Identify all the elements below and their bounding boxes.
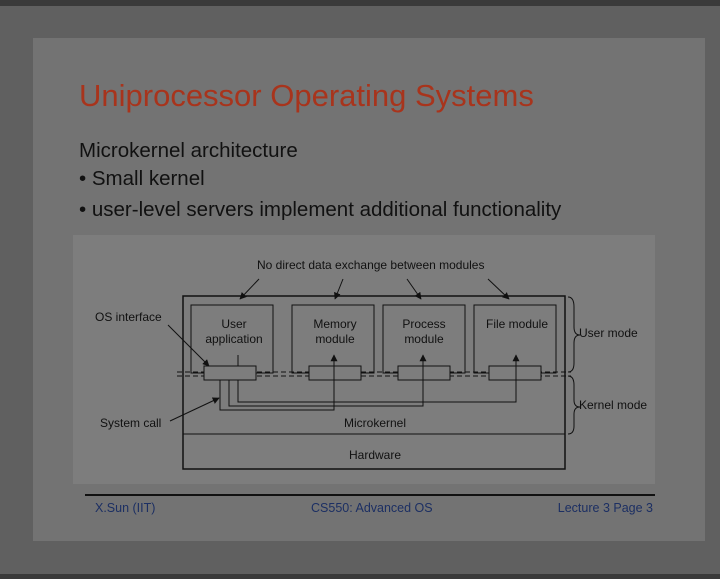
slide: Uniprocessor Operating Systems Microkern…	[33, 38, 705, 541]
module-label: File module	[486, 317, 548, 331]
os-interface-pointer	[167, 324, 210, 367]
module-label: User	[221, 317, 246, 331]
bottom-bar	[0, 574, 720, 579]
os-interface-label: OS interface	[95, 310, 162, 324]
interface-port	[308, 365, 362, 381]
module-label: application	[205, 332, 262, 346]
system-frame	[182, 295, 566, 470]
diagram-svg: No direct data exchange between modules …	[95, 258, 647, 470]
system-call-label: System call	[100, 416, 161, 430]
top-note: No direct data exchange between modules	[257, 258, 484, 272]
system-call-pointer	[169, 397, 220, 422]
footer-course: CS550: Advanced OS	[311, 501, 433, 515]
footer-author: X.Sun (IIT)	[95, 501, 156, 515]
module-label: Process	[402, 317, 445, 331]
top-bar	[0, 0, 720, 6]
call-path	[219, 354, 338, 411]
intro-line: Microkernel architecture	[79, 139, 298, 162]
user-mode-brace	[567, 296, 581, 373]
module-label: module	[315, 332, 355, 346]
call-path	[228, 354, 427, 407]
user-mode-label: User mode	[579, 326, 638, 340]
module-box-file	[473, 304, 557, 374]
call-path	[237, 354, 520, 403]
microkernel-label: Microkernel	[344, 416, 406, 430]
hardware-label: Hardware	[349, 448, 401, 462]
interface-port	[488, 365, 542, 381]
microkernel-diagram: No direct data exchange between modules …	[73, 235, 655, 484]
interface-port	[397, 365, 451, 381]
kernel-mode-brace	[567, 375, 581, 435]
footer-rule	[85, 494, 655, 496]
interface-port	[203, 365, 257, 381]
module-label: module	[404, 332, 444, 346]
slide-title: Uniprocessor Operating Systems	[79, 78, 534, 113]
bullet-item: • Small kernel	[79, 167, 205, 190]
bullet-item: • user-level servers implement additiona…	[79, 198, 562, 221]
module-label: Memory	[313, 317, 356, 331]
kernel-mode-label: Kernel mode	[579, 398, 647, 412]
footer-page: Lecture 3 Page 3	[557, 501, 653, 515]
